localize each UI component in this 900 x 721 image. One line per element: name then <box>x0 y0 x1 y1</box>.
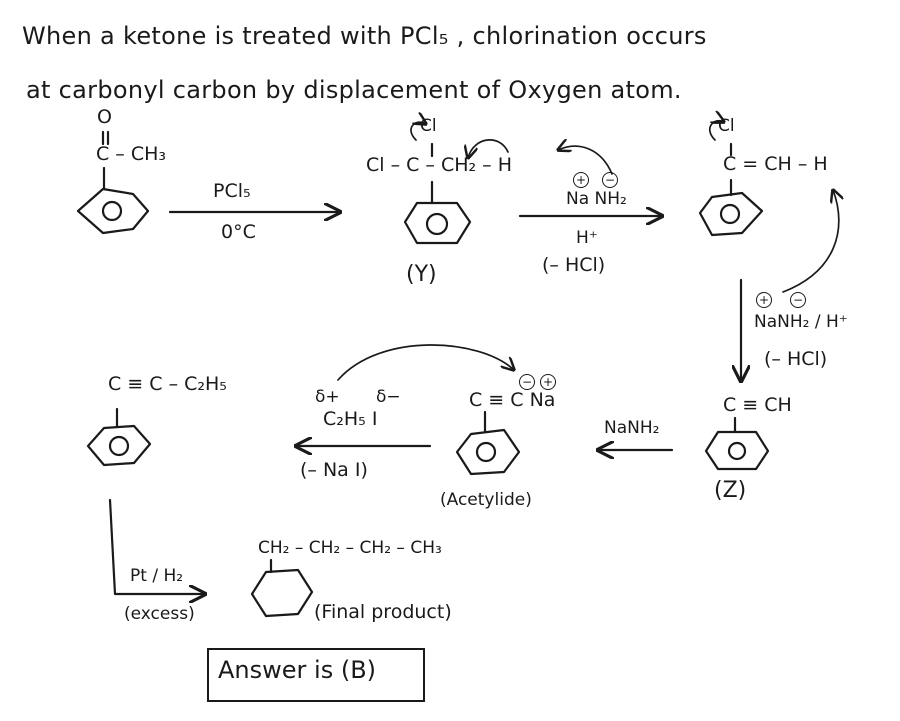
acetylide-charge-plus: + <box>540 374 556 390</box>
vinyl-top-cl: Cl <box>718 116 735 136</box>
benzene-ring-z <box>704 430 770 471</box>
step5-delta-minus: δ− <box>376 387 401 407</box>
vinyl-chain: C = CH – H <box>723 153 828 175</box>
step2-reagent: Na NH₂ <box>566 189 627 209</box>
final-chain: CH₂ – CH₂ – CH₂ – CH₃ <box>258 538 442 558</box>
step6-condition: (excess) <box>124 604 195 624</box>
y-top-cl: Cl <box>420 116 437 136</box>
acetylide-formula: C ≡ C Na <box>469 389 556 411</box>
step3-reagent: NaNH₂ / H⁺ <box>754 312 848 332</box>
step5-delta-plus: δ+ <box>315 387 340 407</box>
step1-reagent: PCl₅ <box>213 180 251 202</box>
vinyl-curved-arrow-cl <box>709 121 724 141</box>
benzene-ring-acetylide <box>455 428 521 476</box>
cyclohexane-ring-final <box>250 568 314 618</box>
start-oxygen: O <box>97 106 112 128</box>
step5-reagent: C₂H₅ I <box>323 408 378 430</box>
benzene-ring-vinyl <box>698 191 764 237</box>
step5-loss: (– Na I) <box>300 459 368 481</box>
start-chain: C – CH₃ <box>96 143 167 165</box>
z-formula: C ≡ CH <box>723 394 792 416</box>
step1-condition: 0°C <box>221 221 256 243</box>
alkyne-formula: C ≡ C – C₂H₅ <box>108 373 227 395</box>
step2-charge-minus: − <box>602 172 618 188</box>
step6-reagent: Pt / H₂ <box>130 566 184 586</box>
step4-reagent: NaNH₂ <box>604 418 660 438</box>
answer-text: Answer is (B) <box>218 656 377 684</box>
step2-charge-plus: + <box>573 172 589 188</box>
step3-loss: (– HCl) <box>764 348 828 370</box>
benzene-ring-alkyne <box>86 424 152 467</box>
base-attack-arrow <box>558 146 613 175</box>
answer-box <box>207 648 425 702</box>
step2-acid: H⁺ <box>576 228 598 248</box>
benzene-ring-start <box>76 187 150 235</box>
intro-line-2: at carbonyl carbon by displacement of Ox… <box>26 76 682 104</box>
step3-charge-plus: + <box>756 292 772 308</box>
step2-loss: (– HCl) <box>542 254 606 276</box>
acetylide-label: (Acetylide) <box>440 490 532 510</box>
final-label: (Final product) <box>314 601 452 623</box>
intro-line-1: When a ketone is treated with PCl₅ , chl… <box>22 22 707 50</box>
y-curved-arrow-cl <box>410 122 426 141</box>
acetylide-charge-minus: − <box>519 374 535 390</box>
y-chain: Cl – C – CH₂ – H <box>366 154 513 176</box>
sn2-curved-arrow <box>337 344 514 381</box>
arrow-step-6 <box>108 498 205 594</box>
y-curved-arrow-ch <box>468 139 509 158</box>
z-label: (Z) <box>714 478 747 503</box>
step3-charge-minus: − <box>790 292 806 308</box>
vinyl-base-arrow <box>782 190 839 293</box>
benzene-ring-y <box>403 201 472 245</box>
y-label: (Y) <box>406 262 437 287</box>
